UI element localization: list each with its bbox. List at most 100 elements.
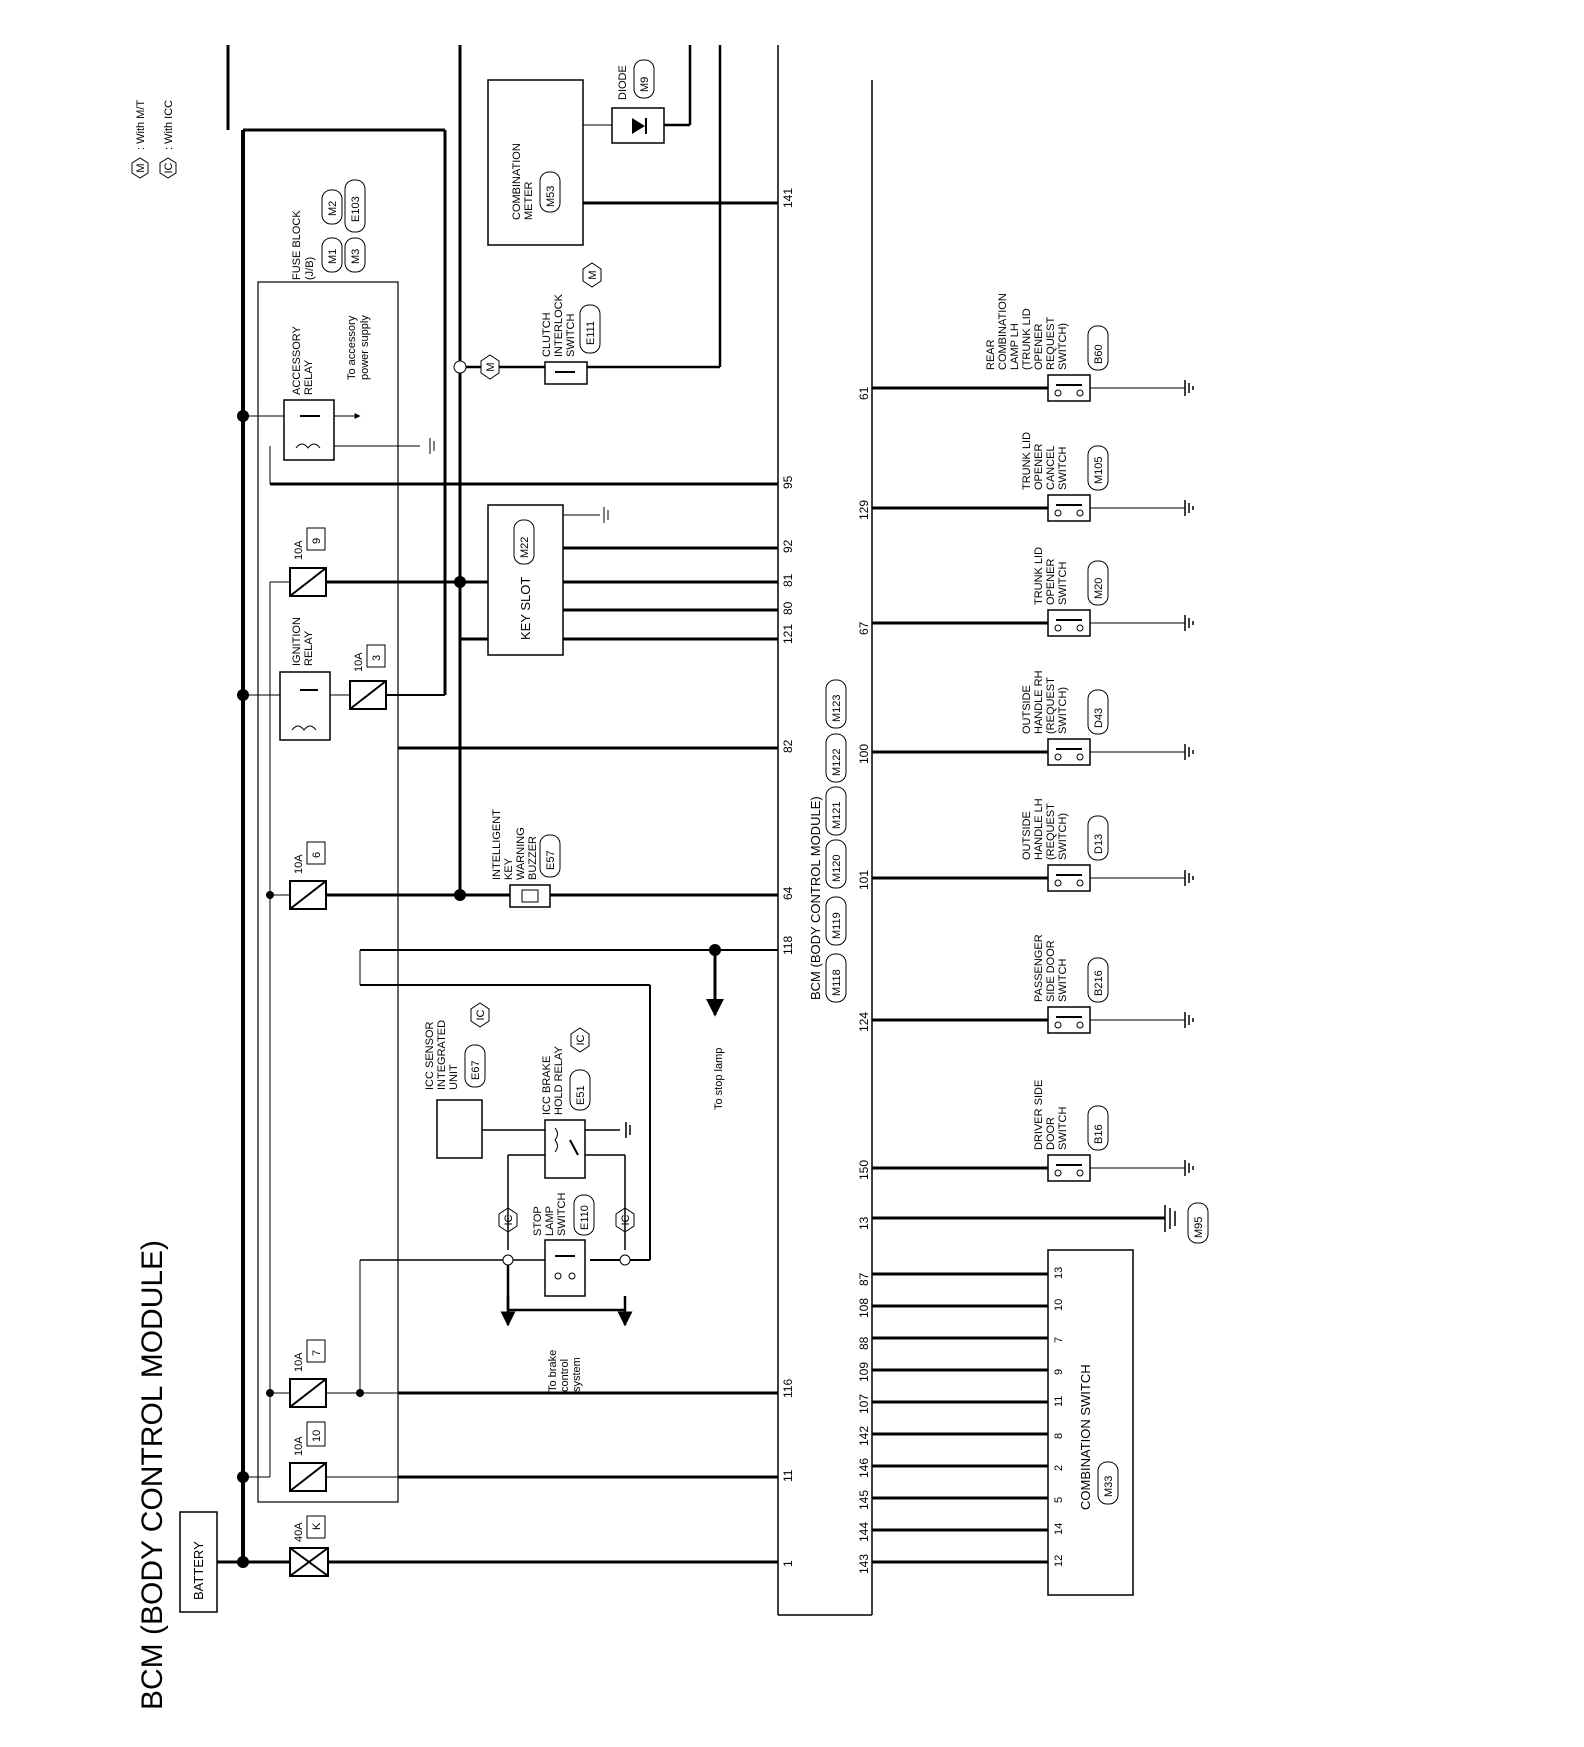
svg-text:RELAY: RELAY	[303, 630, 315, 666]
bcm-pin: 129	[857, 500, 871, 520]
bcm-connector: M118	[825, 953, 847, 1003]
svg-text:B216: B216	[1093, 970, 1105, 996]
option-badge-ic: IC	[159, 157, 177, 179]
cs-pin: 13	[1053, 1267, 1065, 1279]
key-slot: KEY SLOT M22	[487, 504, 564, 656]
svg-text:6: 6	[311, 852, 323, 858]
bcm-connector: M123	[825, 679, 847, 729]
svg-text:power supply: power supply	[359, 315, 371, 380]
svg-text:SWITCH: SWITCH	[1057, 959, 1069, 1002]
svg-text:40A: 40A	[293, 1522, 305, 1542]
svg-text:TRUNK LID: TRUNK LID	[1021, 432, 1033, 490]
page-title: BCM (BODY CONTROL MODULE)	[136, 1240, 169, 1710]
svg-text:OPENER: OPENER	[1045, 558, 1057, 605]
combination-meter: COMBINATION METER M53	[487, 79, 584, 246]
power-bus	[217, 45, 462, 1564]
cs-pin: 9	[1053, 1369, 1065, 1375]
bcm-pin: 118	[781, 936, 795, 955]
bcm-pin: 145	[857, 1490, 871, 1510]
svg-text:K: K	[311, 1522, 323, 1530]
legend: M : With M/T IC : With ICC	[131, 100, 177, 179]
brake-note: To brake	[547, 1350, 559, 1392]
bcm-pin: 101	[857, 870, 871, 890]
svg-text:HOLD RELAY: HOLD RELAY	[553, 1045, 565, 1115]
bcm-pin: 150	[857, 1160, 871, 1180]
bcm-pin: 121	[781, 624, 795, 644]
bcm-pin: 116	[781, 1379, 795, 1398]
cs-pin: 8	[1053, 1433, 1065, 1439]
svg-text:COMBINATION: COMBINATION	[511, 143, 523, 220]
bcm-connector: M120	[825, 839, 847, 889]
fuse-40a: 40A K	[289, 1515, 329, 1577]
bcm-connector: M121	[825, 786, 847, 836]
fuse-7: 10A 7	[289, 1339, 327, 1408]
stop-lamp-switch: STOP LAMP SWITCH E110	[532, 1193, 595, 1297]
svg-text:To accessory: To accessory	[346, 315, 358, 380]
svg-text:IC: IC	[475, 1009, 487, 1020]
svg-text:SWITCH: SWITCH	[1057, 1107, 1069, 1150]
svg-text:KEY SLOT: KEY SLOT	[518, 577, 533, 640]
bcm-pin: 144	[857, 1522, 871, 1542]
svg-text:IC: IC	[620, 1214, 632, 1225]
svg-text:M22: M22	[519, 537, 531, 558]
svg-text:INTEGRATED: INTEGRATED	[436, 1020, 448, 1090]
fuse-9: 10A 9	[289, 527, 327, 597]
bcm-pin: 64	[781, 886, 795, 900]
bcm-pin: 108	[857, 1298, 871, 1318]
svg-text:M: M	[135, 163, 147, 172]
svg-text:LAMP LH: LAMP LH	[1009, 323, 1021, 370]
fuse-block-boundary	[257, 281, 399, 1503]
bcm-pin: 95	[781, 475, 795, 489]
svg-text:SWITCH): SWITCH)	[1057, 687, 1069, 734]
fuse-10: 10A 10	[289, 1421, 327, 1492]
svg-text:M123: M123	[831, 694, 843, 722]
svg-text:E57: E57	[545, 850, 557, 870]
bcm-pin: 81	[781, 573, 795, 587]
bcm-pin: 109	[857, 1362, 871, 1382]
intelligent-key-warning-buzzer: INTELLIGENT KEY WARNING BUZZER E57	[491, 809, 561, 908]
svg-text:RELAY: RELAY	[303, 359, 315, 395]
bcm-connector: M122	[825, 733, 847, 783]
svg-text:9: 9	[311, 538, 323, 544]
bcm-pin: 146	[857, 1458, 871, 1478]
svg-text:METER: METER	[523, 181, 535, 220]
icc-brake-hold-relay: ICC BRAKE HOLD RELAY E51 IC	[541, 1027, 591, 1179]
svg-text:OUTSIDE: OUTSIDE	[1021, 811, 1033, 860]
svg-text:CLUTCH: CLUTCH	[541, 312, 553, 357]
cs-pin: 14	[1053, 1523, 1065, 1535]
ignition-relay: IGNITION RELAY	[279, 617, 331, 741]
svg-text:COMBINATION: COMBINATION	[997, 293, 1009, 370]
svg-text:M53: M53	[545, 186, 557, 207]
svg-text:IC: IC	[163, 162, 175, 173]
legend-text-m: : With M/T	[135, 100, 147, 150]
svg-text:system: system	[571, 1357, 583, 1392]
svg-text:10A: 10A	[293, 1436, 305, 1456]
svg-text:IC: IC	[575, 1034, 587, 1045]
svg-text:LAMP: LAMP	[544, 1206, 556, 1236]
svg-text:CANCEL: CANCEL	[1045, 445, 1057, 490]
bcm-pin: 11	[781, 1469, 795, 1482]
svg-text:3: 3	[371, 655, 383, 661]
cs-pin: 2	[1053, 1465, 1065, 1471]
svg-text:M122: M122	[831, 748, 843, 776]
bcm-pin: 92	[781, 539, 795, 553]
bcm-pin: 141	[781, 188, 795, 208]
bcm-pin: 13	[857, 1216, 871, 1230]
svg-text:M20: M20	[1093, 578, 1105, 599]
clutch-interlock-switch: CLUTCH INTERLOCK SWITCH E111 M	[541, 262, 602, 385]
svg-text:E67: E67	[470, 1060, 482, 1080]
bcm-pin: 142	[857, 1426, 871, 1446]
bcm-label: BCM (BODY CONTROL MODULE)	[808, 796, 823, 1000]
svg-text:ICC BRAKE: ICC BRAKE	[541, 1056, 553, 1115]
bcm-pin: 87	[857, 1272, 871, 1286]
cs-pin: 5	[1053, 1497, 1065, 1503]
svg-text:SWITCH: SWITCH	[556, 1193, 568, 1236]
svg-text:UNIT: UNIT	[448, 1064, 460, 1090]
